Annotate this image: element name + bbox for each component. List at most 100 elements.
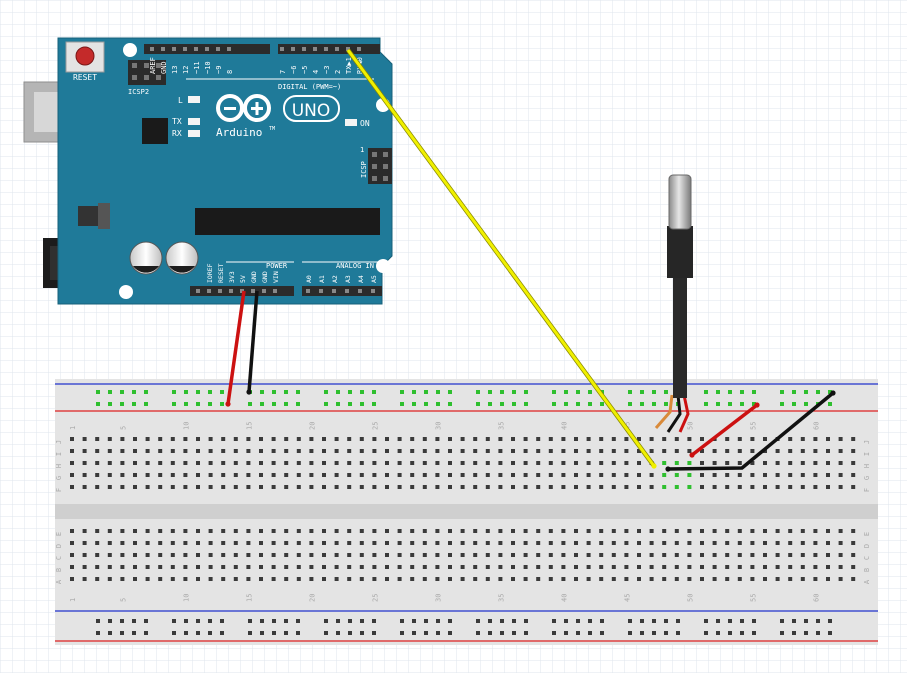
rail-hole[interactable] — [132, 631, 136, 635]
rail-hole[interactable] — [272, 390, 276, 394]
breadboard-hole[interactable] — [750, 541, 755, 545]
rail-hole[interactable] — [576, 631, 580, 635]
breadboard-hole[interactable] — [611, 449, 616, 453]
rail-hole[interactable] — [564, 631, 568, 635]
breadboard-hole[interactable] — [246, 529, 251, 533]
rail-hole[interactable] — [348, 402, 352, 406]
rail-hole[interactable] — [436, 390, 440, 394]
breadboard-hole[interactable] — [410, 541, 415, 545]
breadboard-hole[interactable] — [637, 485, 641, 489]
breadboard-hole[interactable] — [485, 577, 490, 581]
breadboard-hole[interactable] — [196, 553, 200, 557]
breadboard-hole[interactable] — [800, 529, 805, 533]
breadboard-hole[interactable] — [120, 553, 125, 557]
breadboard-hole[interactable] — [448, 485, 452, 489]
breadboard-hole[interactable] — [170, 529, 175, 533]
rail-hole[interactable] — [184, 402, 188, 406]
breadboard-hole[interactable] — [309, 449, 314, 453]
breadboard-hole[interactable] — [586, 473, 591, 477]
breadboard-hole[interactable] — [674, 449, 679, 453]
breadboard-hole[interactable] — [523, 541, 528, 545]
rail-hole[interactable] — [324, 390, 328, 394]
breadboard-hole[interactable] — [145, 565, 150, 569]
rail-hole[interactable] — [728, 402, 732, 406]
breadboard-hole[interactable] — [284, 461, 289, 465]
breadboard-hole[interactable] — [359, 437, 364, 441]
breadboard-hole[interactable] — [586, 577, 591, 581]
breadboard-hole[interactable] — [233, 529, 238, 533]
rail-hole[interactable] — [400, 390, 404, 394]
breadboard-hole[interactable] — [120, 461, 125, 465]
breadboard-hole[interactable] — [448, 461, 452, 465]
rail-hole[interactable] — [476, 390, 480, 394]
breadboard-hole[interactable] — [259, 577, 263, 581]
breadboard-hole[interactable] — [107, 529, 112, 533]
breadboard-hole[interactable] — [662, 485, 667, 489]
breadboard-hole[interactable] — [334, 473, 339, 477]
breadboard-hole[interactable] — [611, 565, 616, 569]
breadboard-hole[interactable] — [523, 449, 528, 453]
breadboard-hole[interactable] — [511, 577, 515, 581]
breadboard-hole[interactable] — [826, 553, 830, 557]
rail-hole[interactable] — [220, 390, 224, 394]
breadboard-hole[interactable] — [574, 541, 578, 545]
breadboard-hole[interactable] — [750, 565, 755, 569]
rail-hole[interactable] — [144, 402, 148, 406]
rail-hole[interactable] — [704, 402, 708, 406]
breadboard-hole[interactable] — [473, 485, 478, 489]
breadboard-hole[interactable] — [700, 473, 704, 477]
breadboard-hole[interactable] — [725, 541, 730, 545]
rail-hole[interactable] — [524, 390, 528, 394]
breadboard-hole[interactable] — [561, 553, 566, 557]
breadboard-hole[interactable] — [120, 541, 125, 545]
rail-hole[interactable] — [108, 619, 112, 623]
breadboard-hole[interactable] — [788, 541, 793, 545]
breadboard-hole[interactable] — [284, 485, 289, 489]
rail-hole[interactable] — [324, 619, 328, 623]
breadboard-hole[interactable] — [435, 437, 440, 441]
breadboard-hole[interactable] — [82, 461, 87, 465]
rail-hole[interactable] — [436, 402, 440, 406]
breadboard-hole[interactable] — [473, 577, 478, 581]
breadboard-hole[interactable] — [800, 541, 805, 545]
breadboard-hole[interactable] — [813, 553, 818, 557]
breadboard-hole[interactable] — [259, 485, 263, 489]
rail-hole[interactable] — [740, 402, 744, 406]
breadboard-hole[interactable] — [498, 485, 503, 489]
rail-hole[interactable] — [564, 402, 568, 406]
breadboard-hole[interactable] — [574, 473, 578, 477]
breadboard-hole[interactable] — [574, 437, 578, 441]
rail-hole[interactable] — [448, 390, 452, 394]
breadboard-hole[interactable] — [359, 461, 364, 465]
breadboard-hole[interactable] — [637, 553, 641, 557]
rail-hole[interactable] — [752, 631, 756, 635]
breadboard-hole[interactable] — [599, 529, 604, 533]
rail-hole[interactable] — [476, 631, 480, 635]
breadboard-hole[interactable] — [82, 565, 87, 569]
breadboard-hole[interactable] — [763, 485, 767, 489]
breadboard-hole[interactable] — [233, 553, 238, 557]
breadboard-hole[interactable] — [800, 553, 805, 557]
breadboard-hole[interactable] — [599, 485, 604, 489]
breadboard-hole[interactable] — [700, 449, 704, 453]
breadboard-hole[interactable] — [259, 437, 263, 441]
breadboard-hole[interactable] — [385, 461, 389, 465]
breadboard-hole[interactable] — [611, 553, 616, 557]
rail-hole[interactable] — [132, 390, 136, 394]
rail-hole[interactable] — [448, 631, 452, 635]
breadboard-hole[interactable] — [246, 461, 251, 465]
breadboard-hole[interactable] — [70, 577, 74, 581]
breadboard-hole[interactable] — [561, 485, 566, 489]
breadboard-hole[interactable] — [246, 437, 251, 441]
rail-hole[interactable] — [424, 390, 428, 394]
breadboard-hole[interactable] — [70, 437, 74, 441]
breadboard-hole[interactable] — [334, 449, 339, 453]
breadboard-hole[interactable] — [233, 485, 238, 489]
breadboard-hole[interactable] — [196, 565, 200, 569]
breadboard-hole[interactable] — [170, 553, 175, 557]
breadboard-hole[interactable] — [838, 437, 843, 441]
breadboard-hole[interactable] — [851, 529, 856, 533]
breadboard-hole[interactable] — [448, 437, 452, 441]
breadboard-hole[interactable] — [435, 473, 440, 477]
rail-hole[interactable] — [172, 402, 176, 406]
